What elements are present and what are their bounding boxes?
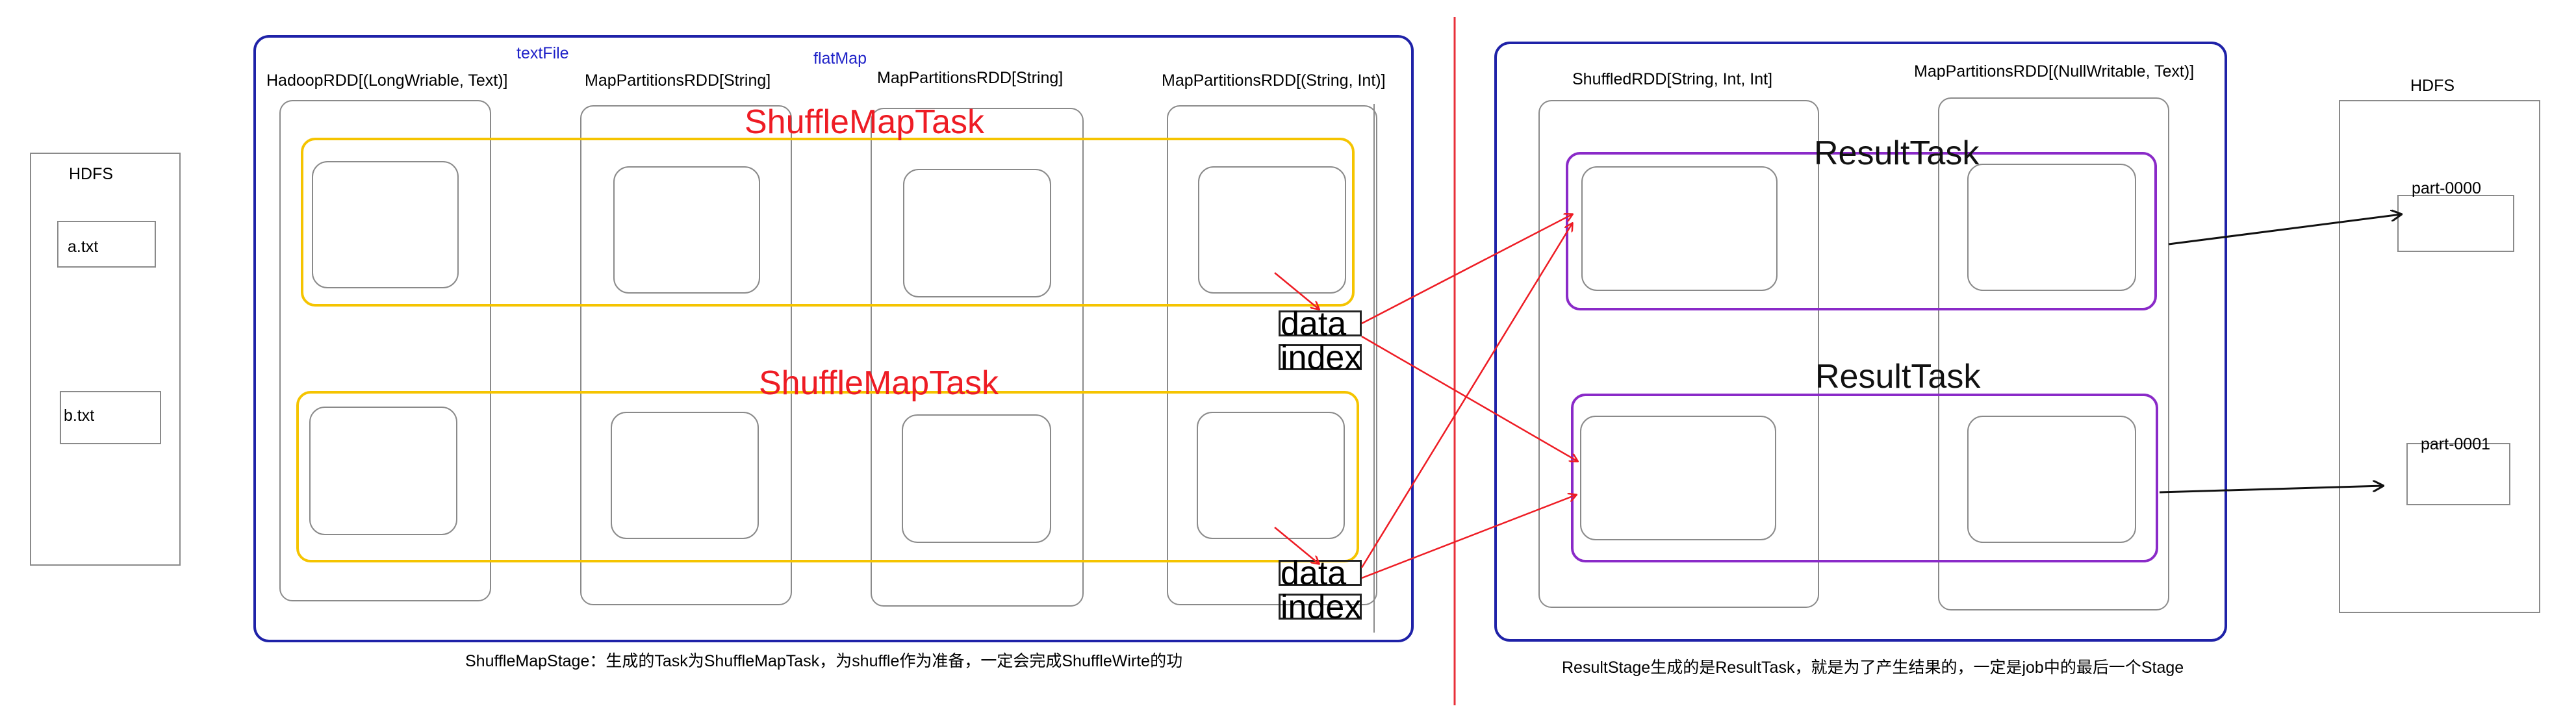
op-textfile: textFile (516, 44, 569, 62)
rdd-map3-label: MapPartitionsRDD[(String, Int)] (1162, 71, 1386, 90)
rdd-map1-column (580, 105, 792, 605)
shuffle-map-task-2-label: ShuffleMapTask (759, 364, 999, 402)
partition-map3-1 (1198, 166, 1346, 294)
shuffle-index-file-1: index (1279, 341, 1362, 375)
partition-map1-1 (613, 166, 760, 294)
rdd-shuffled-label: ShuffledRDD[String, Int, Int] (1572, 70, 1773, 88)
shuffle-index-file-2: index (1279, 590, 1362, 624)
shuffle-arrow-2b (1361, 495, 1576, 579)
shuffle-data-file-1: data (1279, 307, 1362, 341)
rdd-map3-column (1167, 105, 1377, 605)
file-b-txt-label: b.txt (64, 407, 95, 425)
rdd-map2-label: MapPartitionsRDD[String] (877, 69, 1064, 87)
op-flatmap: flatMap (813, 49, 867, 68)
shuffle-arrow-2a (1360, 223, 1572, 568)
write-arrow-1 (1274, 272, 1319, 309)
shuffle-arrow-1b (1361, 335, 1577, 461)
partition-map1-2 (611, 412, 759, 539)
partition-map2-2 (902, 414, 1051, 543)
shuffle-map-stage (253, 35, 1414, 642)
rdd-map2-column (871, 108, 1084, 607)
partition-hadoop-1 (312, 161, 459, 288)
file-part-0000 (2397, 195, 2514, 252)
shuffle-arrow-1a (1361, 214, 1572, 325)
rdd-shuffled-column (1538, 100, 1819, 608)
shuffle-map-task-2 (296, 391, 1359, 562)
rdd-map1-label: MapPartitionsRDD[String] (585, 71, 771, 90)
file-b-txt (60, 391, 161, 444)
partition-shuffled-2 (1580, 416, 1776, 540)
partition-result-map-1 (1967, 164, 2136, 291)
output-arrow-1 (2168, 214, 2401, 245)
hdfs-left-title: HDFS (69, 165, 114, 183)
hdfs-right-container (2339, 100, 2540, 613)
rdd-hadoop-column (279, 100, 491, 601)
partition-result-map-2 (1967, 416, 2136, 543)
file-part-0001-label: part-0001 (2421, 435, 2491, 453)
shuffle-map-task-1 (301, 138, 1355, 307)
output-arrow-2 (2159, 486, 2383, 494)
shuffle-map-task-1-label: ShuffleMapTask (745, 103, 985, 141)
rdd-hadoop-label: HadoopRDD[(LongWriable, Text)] (266, 71, 508, 90)
file-a-txt (57, 221, 156, 268)
hdfs-left-container (30, 153, 181, 566)
hdfs-right-title: HDFS (2410, 77, 2455, 95)
partition-hadoop-2 (309, 407, 457, 535)
file-part-0000-label: part-0000 (2412, 179, 2482, 197)
file-part-0001 (2406, 443, 2510, 505)
result-stage-caption: ResultStage生成的是ResultTask，就是为了产生结果的，一定是j… (1562, 659, 2184, 677)
result-task-2-label: ResultTask (1815, 358, 1981, 396)
shuffle-map-stage-caption: ShuffleMapStage：生成的Task为ShuffleMapTask，为… (465, 652, 1183, 670)
file-a-txt-label: a.txt (68, 238, 99, 256)
rdd-result-map-label: MapPartitionsRDD[(NullWritable, Text)] (1914, 62, 2195, 81)
result-task-2 (1571, 394, 2158, 562)
result-task-1-label: ResultTask (1814, 134, 1980, 172)
result-stage (1494, 42, 2227, 642)
partition-shuffled-1 (1581, 166, 1778, 291)
rdd-result-map-column (1938, 97, 2169, 610)
write-arrow-2 (1274, 527, 1319, 564)
partition-map3-2 (1197, 412, 1345, 539)
partition-map2-1 (903, 169, 1051, 297)
